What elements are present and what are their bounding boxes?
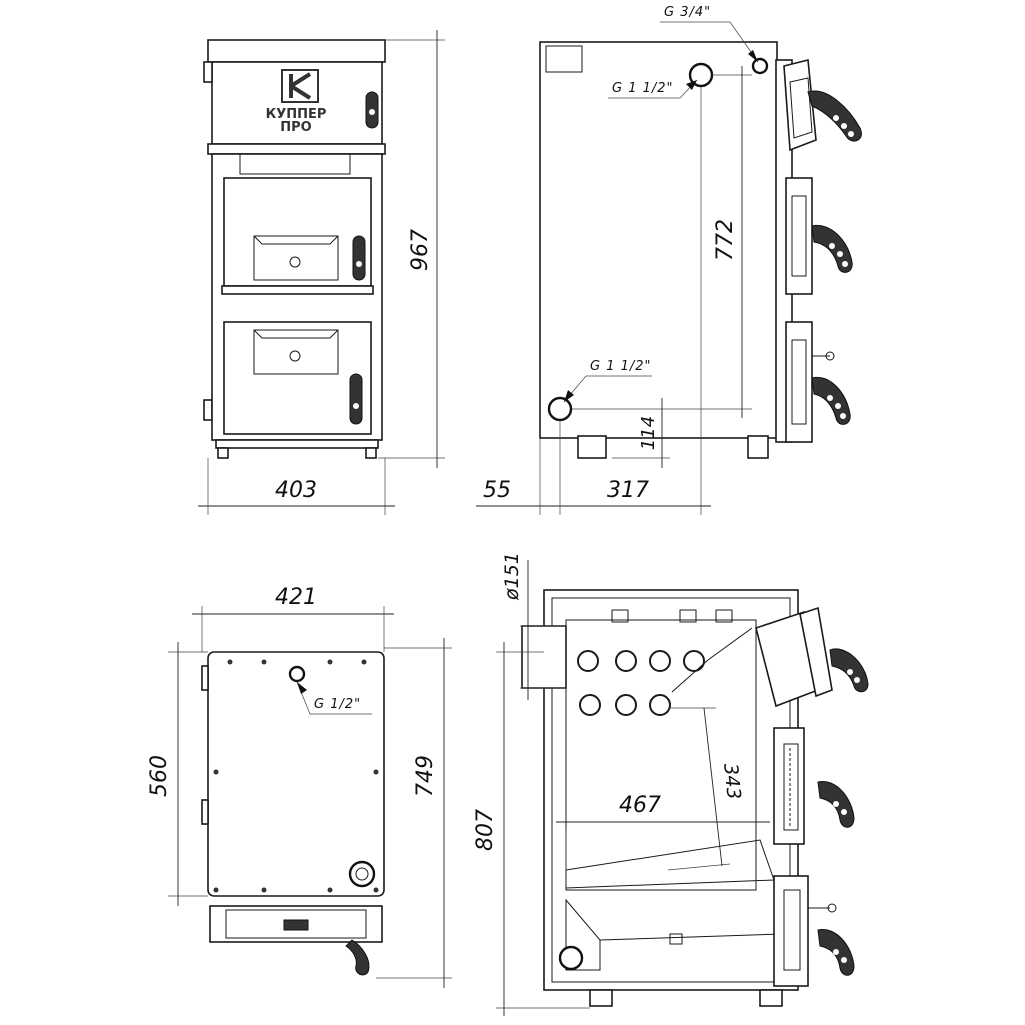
label-pipe-top-small: G 3/4": [664, 5, 711, 20]
front-width-value: 403: [275, 478, 317, 503]
section-height-value: 807: [473, 809, 498, 851]
firebox-door-handle: [352, 235, 366, 281]
firebox-door: [223, 177, 372, 287]
back-view: G 1/2" 421 560 749: [147, 585, 452, 988]
label-pipe-bottom: G 1 1/2": [590, 359, 652, 374]
side-view: G 3/4" G 1 1/2" G 1 1/2" 772 114 55 317: [476, 5, 862, 515]
front-divider-rail: [207, 143, 386, 155]
front-base: [215, 439, 379, 449]
firebox-vent: [253, 235, 339, 281]
chamber-value: 343: [719, 762, 745, 800]
side-body: [539, 41, 778, 439]
side-lower-door: [785, 321, 851, 443]
side-foot-back: [577, 435, 607, 459]
label-back-pipe: G 1/2": [314, 697, 361, 712]
section-upper-door: [755, 606, 869, 708]
side-top-plate: [545, 45, 583, 73]
side-pipe-top-small: [751, 57, 769, 75]
ash-vent: [253, 329, 339, 375]
front-foot-left: [217, 447, 229, 459]
front-mid-rail: [221, 285, 374, 295]
front-top-cap: [207, 39, 386, 63]
section-return-pipe: [558, 945, 584, 971]
back-inner-height-value: 560: [147, 755, 172, 797]
front-foot-right: [365, 447, 377, 459]
front-left-hinge-low: [203, 399, 213, 421]
water-jacket: [565, 619, 757, 891]
side-foot-front: [747, 435, 769, 459]
brand-logo: КУППЕР ПРО: [266, 69, 327, 135]
back-total-height-value: 749: [413, 755, 438, 797]
firebox-damper-knob: [289, 256, 301, 268]
flue-outlet: [521, 625, 567, 689]
brand-subname: ПРО: [280, 120, 311, 135]
side-depth-value: 317: [607, 478, 649, 503]
back-width-value: 421: [275, 585, 317, 610]
section-middle-door: [773, 727, 855, 845]
front-view: КУППЕР ПРО: [198, 30, 445, 515]
back-handle: [345, 939, 370, 976]
section-lower-door: [773, 875, 855, 987]
back-pipe-bottom: [348, 860, 376, 888]
side-upper-door: [783, 58, 862, 152]
chamber-dimension: [703, 707, 723, 867]
firebox-vent-shelf: [253, 235, 339, 245]
flue-value: ø151: [501, 552, 523, 601]
section-depth-value: 467: [619, 793, 661, 818]
ash-door-handle: [349, 373, 363, 425]
back-pipe-top: [288, 665, 306, 683]
side-pipe-bottom: [547, 396, 573, 422]
back-hinge-bottom: [201, 799, 209, 825]
pipe-distance-value: 772: [713, 219, 738, 261]
back-panel: [207, 651, 385, 897]
back-hinge-top: [201, 665, 209, 691]
bottom-pipe-value: 114: [638, 416, 659, 450]
front-recess: [239, 153, 351, 175]
ash-vent-shelf: [253, 329, 339, 339]
section-view: ø151 807 467 343: [473, 552, 869, 1016]
section-shell: [543, 589, 799, 991]
front-left-hinge: [203, 61, 213, 83]
offset-value: 55: [483, 478, 511, 503]
front-height-value: 967: [408, 229, 433, 271]
brand-name: КУППЕР: [266, 107, 327, 122]
label-pipe-top-large: G 1 1/2": [612, 81, 674, 96]
top-door-handle: [365, 91, 379, 129]
ash-door: [223, 321, 372, 435]
side-middle-door: [785, 177, 853, 295]
ash-damper-knob: [289, 350, 301, 362]
